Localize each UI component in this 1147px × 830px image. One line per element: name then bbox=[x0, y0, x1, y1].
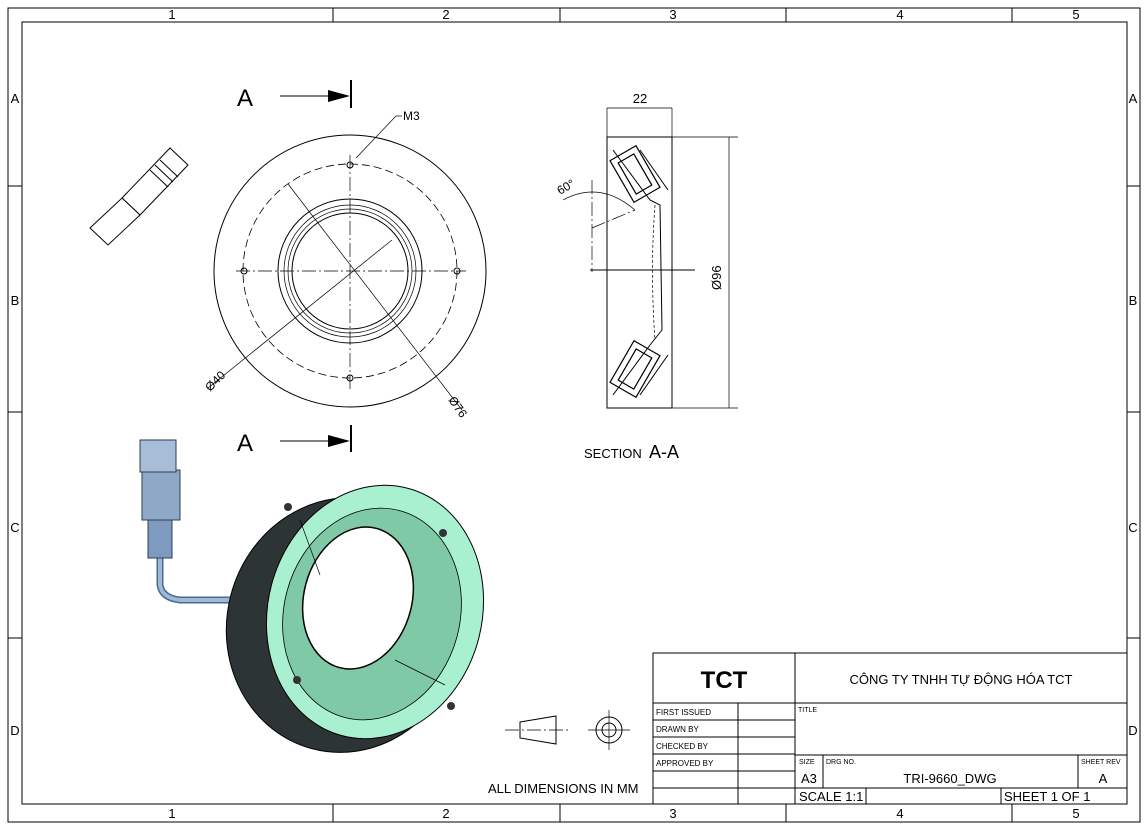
section-view: 22 Ø96 60° SECTION A-A bbox=[555, 91, 738, 462]
first-issued-label: FIRST ISSUED bbox=[656, 708, 711, 717]
section-caption-prefix: SECTION bbox=[584, 446, 642, 461]
row-label: C bbox=[10, 520, 19, 535]
sheet-number: SHEET 1 OF 1 bbox=[1004, 789, 1090, 804]
col-label: 2 bbox=[442, 806, 449, 821]
size-value: A3 bbox=[801, 771, 817, 786]
inner-border bbox=[21, 21, 1128, 805]
projection-symbol bbox=[505, 710, 630, 750]
row-label: B bbox=[11, 293, 20, 308]
drg-no-value: TRI-9660_DWG bbox=[903, 771, 996, 786]
checked-by-label: CHECKED BY bbox=[656, 742, 709, 751]
bolt-circle-dim: Ø76 bbox=[446, 394, 471, 421]
size-label: SIZE bbox=[799, 759, 815, 766]
row-label: C bbox=[1128, 520, 1137, 535]
col-label: 3 bbox=[669, 7, 676, 22]
row-label: A bbox=[11, 91, 20, 106]
col-label: 1 bbox=[168, 806, 175, 821]
row-label: D bbox=[10, 723, 19, 738]
mount-holes bbox=[240, 161, 461, 382]
led-modules bbox=[609, 144, 661, 399]
sheet-rev-value: A bbox=[1099, 771, 1108, 786]
isometric-view bbox=[139, 439, 485, 753]
drg-no-label: DRG NO. bbox=[826, 759, 856, 766]
row-label: A bbox=[1129, 91, 1138, 106]
front-view: A A M3 Ø40 Ø76 bbox=[89, 80, 487, 457]
row-label: B bbox=[1129, 293, 1138, 308]
outer-diameter-dim: Ø96 bbox=[709, 265, 724, 290]
zone-dividers bbox=[8, 8, 1140, 822]
angle-dim: 60° bbox=[555, 176, 578, 197]
thread-callout: M3 bbox=[403, 109, 420, 123]
width-dim: 22 bbox=[633, 91, 647, 106]
col-label: 4 bbox=[896, 806, 903, 821]
connector bbox=[89, 147, 189, 246]
scale-value: SCALE 1:1 bbox=[799, 789, 863, 804]
inner-diameter-dim: Ø40 bbox=[202, 368, 228, 394]
outer-ring bbox=[213, 134, 487, 408]
company-name: CÔNG TY TNHH TỰ ĐỘNG HÓA TCT bbox=[850, 672, 1073, 687]
outer-border bbox=[7, 7, 1141, 823]
drawn-by-label: DRAWN BY bbox=[656, 725, 699, 734]
col-label: 1 bbox=[168, 7, 175, 22]
section-marker-bottom: A bbox=[237, 430, 253, 457]
sheet-rev-label: SHEET REV bbox=[1081, 759, 1121, 766]
approved-by-label: APPROVED BY bbox=[656, 759, 714, 768]
units-note: ALL DIMENSIONS IN MM bbox=[488, 781, 638, 796]
col-label: 2 bbox=[442, 7, 449, 22]
section-marker-top: A bbox=[237, 85, 253, 112]
col-label: 5 bbox=[1072, 806, 1079, 821]
company-logo: TCT bbox=[701, 667, 748, 694]
section-caption-id: A-A bbox=[649, 442, 679, 462]
col-label: 3 bbox=[669, 806, 676, 821]
title-label: TITLE bbox=[798, 707, 817, 714]
col-label: 4 bbox=[896, 7, 903, 22]
row-label: D bbox=[1128, 723, 1137, 738]
title-block bbox=[652, 652, 1128, 805]
col-label: 5 bbox=[1072, 7, 1079, 22]
